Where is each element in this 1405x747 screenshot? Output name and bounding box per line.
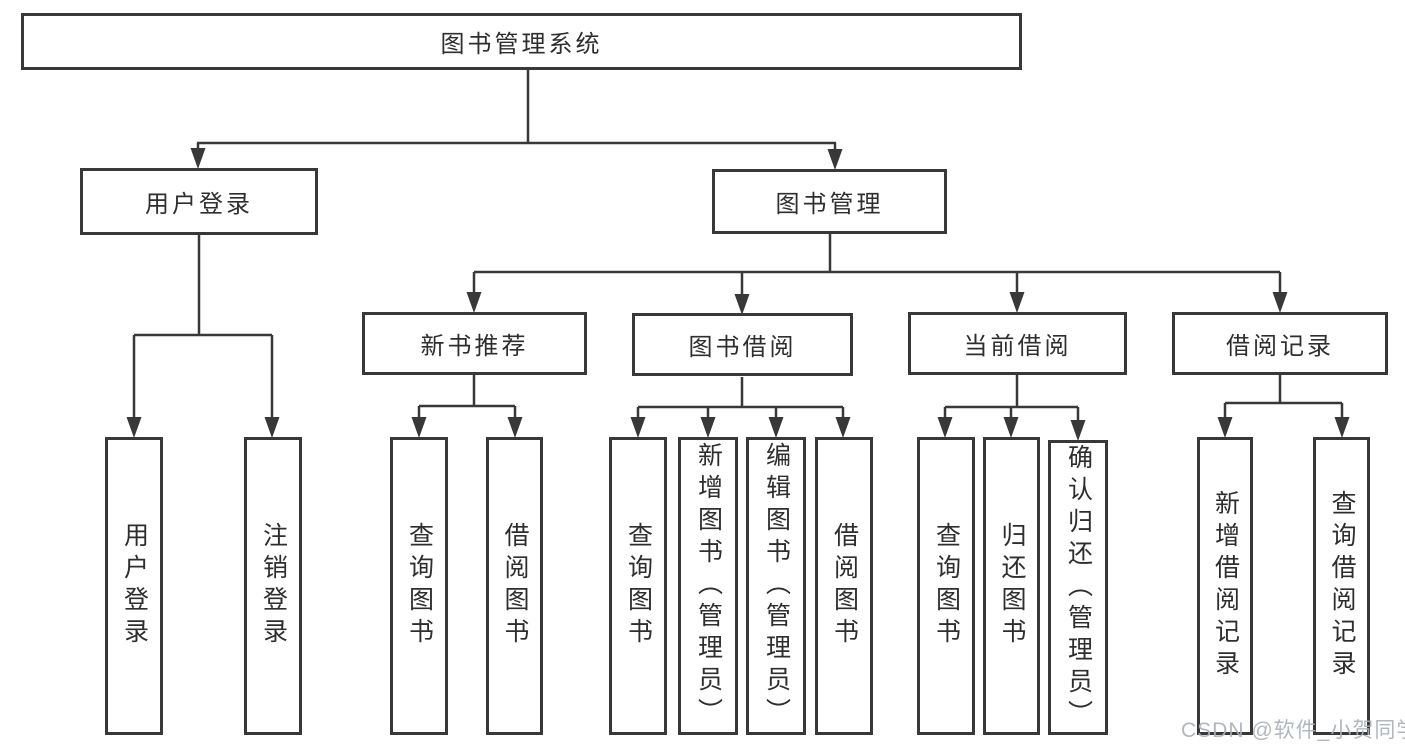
node-leaf-query-books-2: 查询图书 bbox=[609, 437, 667, 735]
connector-path bbox=[132, 70, 1344, 424]
node-library-management-system: 图书管理系统 bbox=[21, 13, 1022, 70]
node-leaf-logout: 注销登录 bbox=[244, 437, 302, 735]
arrowhead-icon bbox=[1334, 417, 1350, 438]
arrowhead-icon bbox=[1070, 420, 1086, 441]
node-borrowing-records: 借阅记录 bbox=[1172, 312, 1388, 375]
node-leaf-add-books-admin: 新增图书（管理员） bbox=[678, 437, 738, 735]
node-leaf-borrow-books-1: 借阅图书 bbox=[486, 437, 543, 735]
arrowhead-icon bbox=[1272, 292, 1288, 313]
node-leaf-confirm-return-admin: 确认归还（管理员） bbox=[1048, 440, 1108, 735]
arrowhead-icon bbox=[1217, 417, 1233, 438]
arrowhead-icon bbox=[507, 417, 523, 438]
arrowhead-icon bbox=[768, 417, 784, 438]
node-leaf-query-books-3: 查询图书 bbox=[917, 437, 975, 735]
node-leaf-return-books: 归还图书 bbox=[983, 437, 1040, 735]
node-leaf-add-borrow-record: 新增借阅记录 bbox=[1197, 437, 1253, 735]
arrowhead-icon bbox=[411, 417, 427, 438]
node-book-management: 图书管理 bbox=[712, 169, 947, 234]
csdn-watermark: CSDN @软件_小贺同学 bbox=[1181, 719, 1405, 742]
node-leaf-edit-books-admin: 编辑图书（管理员） bbox=[746, 437, 806, 735]
arrowhead-icon bbox=[190, 148, 206, 169]
arrowhead-icon bbox=[630, 417, 646, 438]
node-leaf-user-login: 用户登录 bbox=[105, 437, 163, 735]
arrowhead-icon bbox=[827, 149, 843, 170]
arrowhead-icon bbox=[126, 417, 142, 438]
node-user-login-group: 用户登录 bbox=[80, 168, 318, 235]
arrowhead-icon bbox=[264, 417, 280, 438]
node-new-book-recommendation: 新书推荐 bbox=[362, 312, 587, 375]
arrowhead-icon bbox=[835, 417, 851, 438]
arrowhead-icon bbox=[1003, 417, 1019, 438]
node-leaf-query-borrow-record: 查询借阅记录 bbox=[1313, 437, 1370, 735]
arrowhead-icon bbox=[1009, 292, 1025, 313]
node-book-borrowing: 图书借阅 bbox=[632, 313, 853, 376]
node-current-borrowing: 当前借阅 bbox=[908, 312, 1127, 375]
node-leaf-borrow-books-2: 借阅图书 bbox=[815, 437, 873, 735]
arrowhead-icon bbox=[466, 292, 482, 313]
arrowhead-icon bbox=[734, 294, 750, 315]
arrowhead-icon bbox=[700, 417, 716, 438]
arrowheads bbox=[126, 148, 1350, 441]
node-leaf-query-books-1: 查询图书 bbox=[390, 437, 448, 735]
arrowhead-icon bbox=[937, 417, 953, 438]
